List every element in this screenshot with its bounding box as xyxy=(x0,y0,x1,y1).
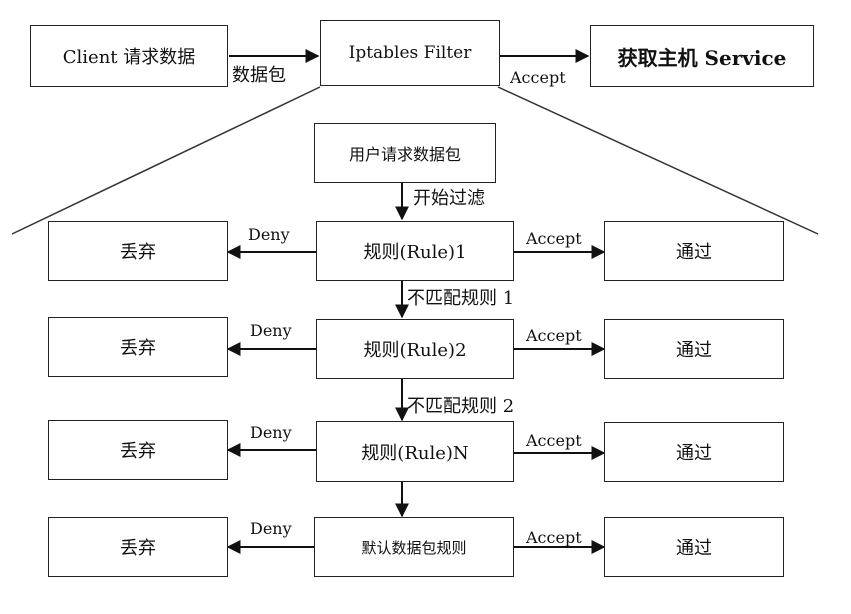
pass-box-1: 通过 xyxy=(604,221,784,281)
drop-label: 丢弃 xyxy=(120,338,156,359)
rule-label: 规则(Rule)2 xyxy=(363,340,467,361)
pass-label: 通过 xyxy=(676,242,712,263)
start-label: 用户请求数据包 xyxy=(348,145,461,164)
pass-box-default: 通过 xyxy=(604,517,784,577)
filter-label: Iptables Filter xyxy=(348,43,472,63)
rule-label: 规则(Rule)1 xyxy=(363,242,467,263)
no-match-label-2: 不匹配规则 2 xyxy=(407,396,515,417)
drop-box-default: 丢弃 xyxy=(48,517,228,577)
rule-label: 规则(Rule)N xyxy=(361,442,469,464)
drop-box-n: 丢弃 xyxy=(48,420,228,480)
service-label: 获取主机 Service xyxy=(617,45,787,70)
accept-label: Accept xyxy=(526,229,582,248)
start-filter-label: 开始过滤 xyxy=(413,188,485,209)
packet-label: 数据包 xyxy=(232,65,286,86)
drop-box-1: 丢弃 xyxy=(48,221,228,281)
pass-label: 通过 xyxy=(676,340,712,361)
client-box: Client 请求数据 xyxy=(30,25,228,87)
zoom-line-right xyxy=(497,86,819,235)
pass-box-2: 通过 xyxy=(604,319,784,379)
drop-label: 丢弃 xyxy=(120,242,156,263)
service-box: 获取主机 Service xyxy=(590,25,814,87)
rule-box-1: 规则(Rule)1 xyxy=(316,221,514,281)
pass-label: 通过 xyxy=(676,538,712,559)
no-match-label-1: 不匹配规则 1 xyxy=(407,288,515,309)
deny-label: Deny xyxy=(250,321,292,340)
pass-label: 通过 xyxy=(676,443,712,464)
start-box: 用户请求数据包 xyxy=(314,123,496,183)
deny-label: Deny xyxy=(248,225,290,244)
accept-label-top: Accept xyxy=(510,68,566,87)
filter-box: Iptables Filter xyxy=(320,20,500,86)
drop-label: 丢弃 xyxy=(120,538,156,559)
rule-box-n: 规则(Rule)N xyxy=(316,421,514,482)
accept-label: Accept xyxy=(526,431,582,450)
zoom-line-left xyxy=(11,86,321,235)
drop-box-2: 丢弃 xyxy=(48,317,228,377)
default-rule-box: 默认数据包规则 xyxy=(314,517,514,577)
deny-label: Deny xyxy=(250,519,292,538)
accept-label: Accept xyxy=(526,528,582,547)
client-label: Client 请求数据 xyxy=(62,47,196,68)
deny-label: Deny xyxy=(250,423,292,442)
default-rule-label: 默认数据包规则 xyxy=(361,538,467,557)
pass-box-n: 通过 xyxy=(604,422,784,482)
rule-box-2: 规则(Rule)2 xyxy=(316,319,514,379)
drop-label: 丢弃 xyxy=(120,441,156,462)
accept-label: Accept xyxy=(526,326,582,345)
